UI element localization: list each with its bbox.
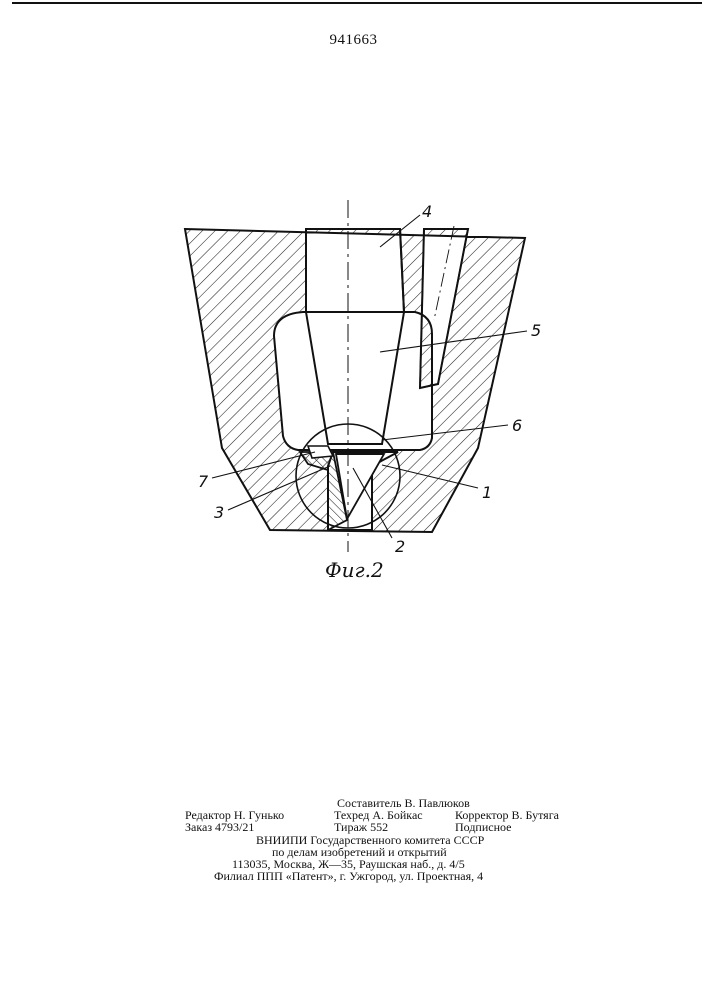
branch: Филиал ППП «Патент», г. Ужгород, ул. Про… <box>214 870 483 883</box>
label-1: 1 <box>482 483 492 502</box>
label-6: 6 <box>512 416 522 435</box>
label-7: 7 <box>198 472 209 491</box>
label-5: 5 <box>531 321 541 340</box>
label-3: 3 <box>214 503 224 522</box>
circulation: Тираж 552 <box>334 821 388 834</box>
label-2: 2 <box>395 537 405 556</box>
figure-caption: Фиг.2 <box>325 558 384 582</box>
label-4: 4 <box>422 202 432 221</box>
subscription: Подписное <box>455 821 512 834</box>
seat-step <box>308 446 333 458</box>
order: Заказ 4793/21 <box>185 821 254 834</box>
